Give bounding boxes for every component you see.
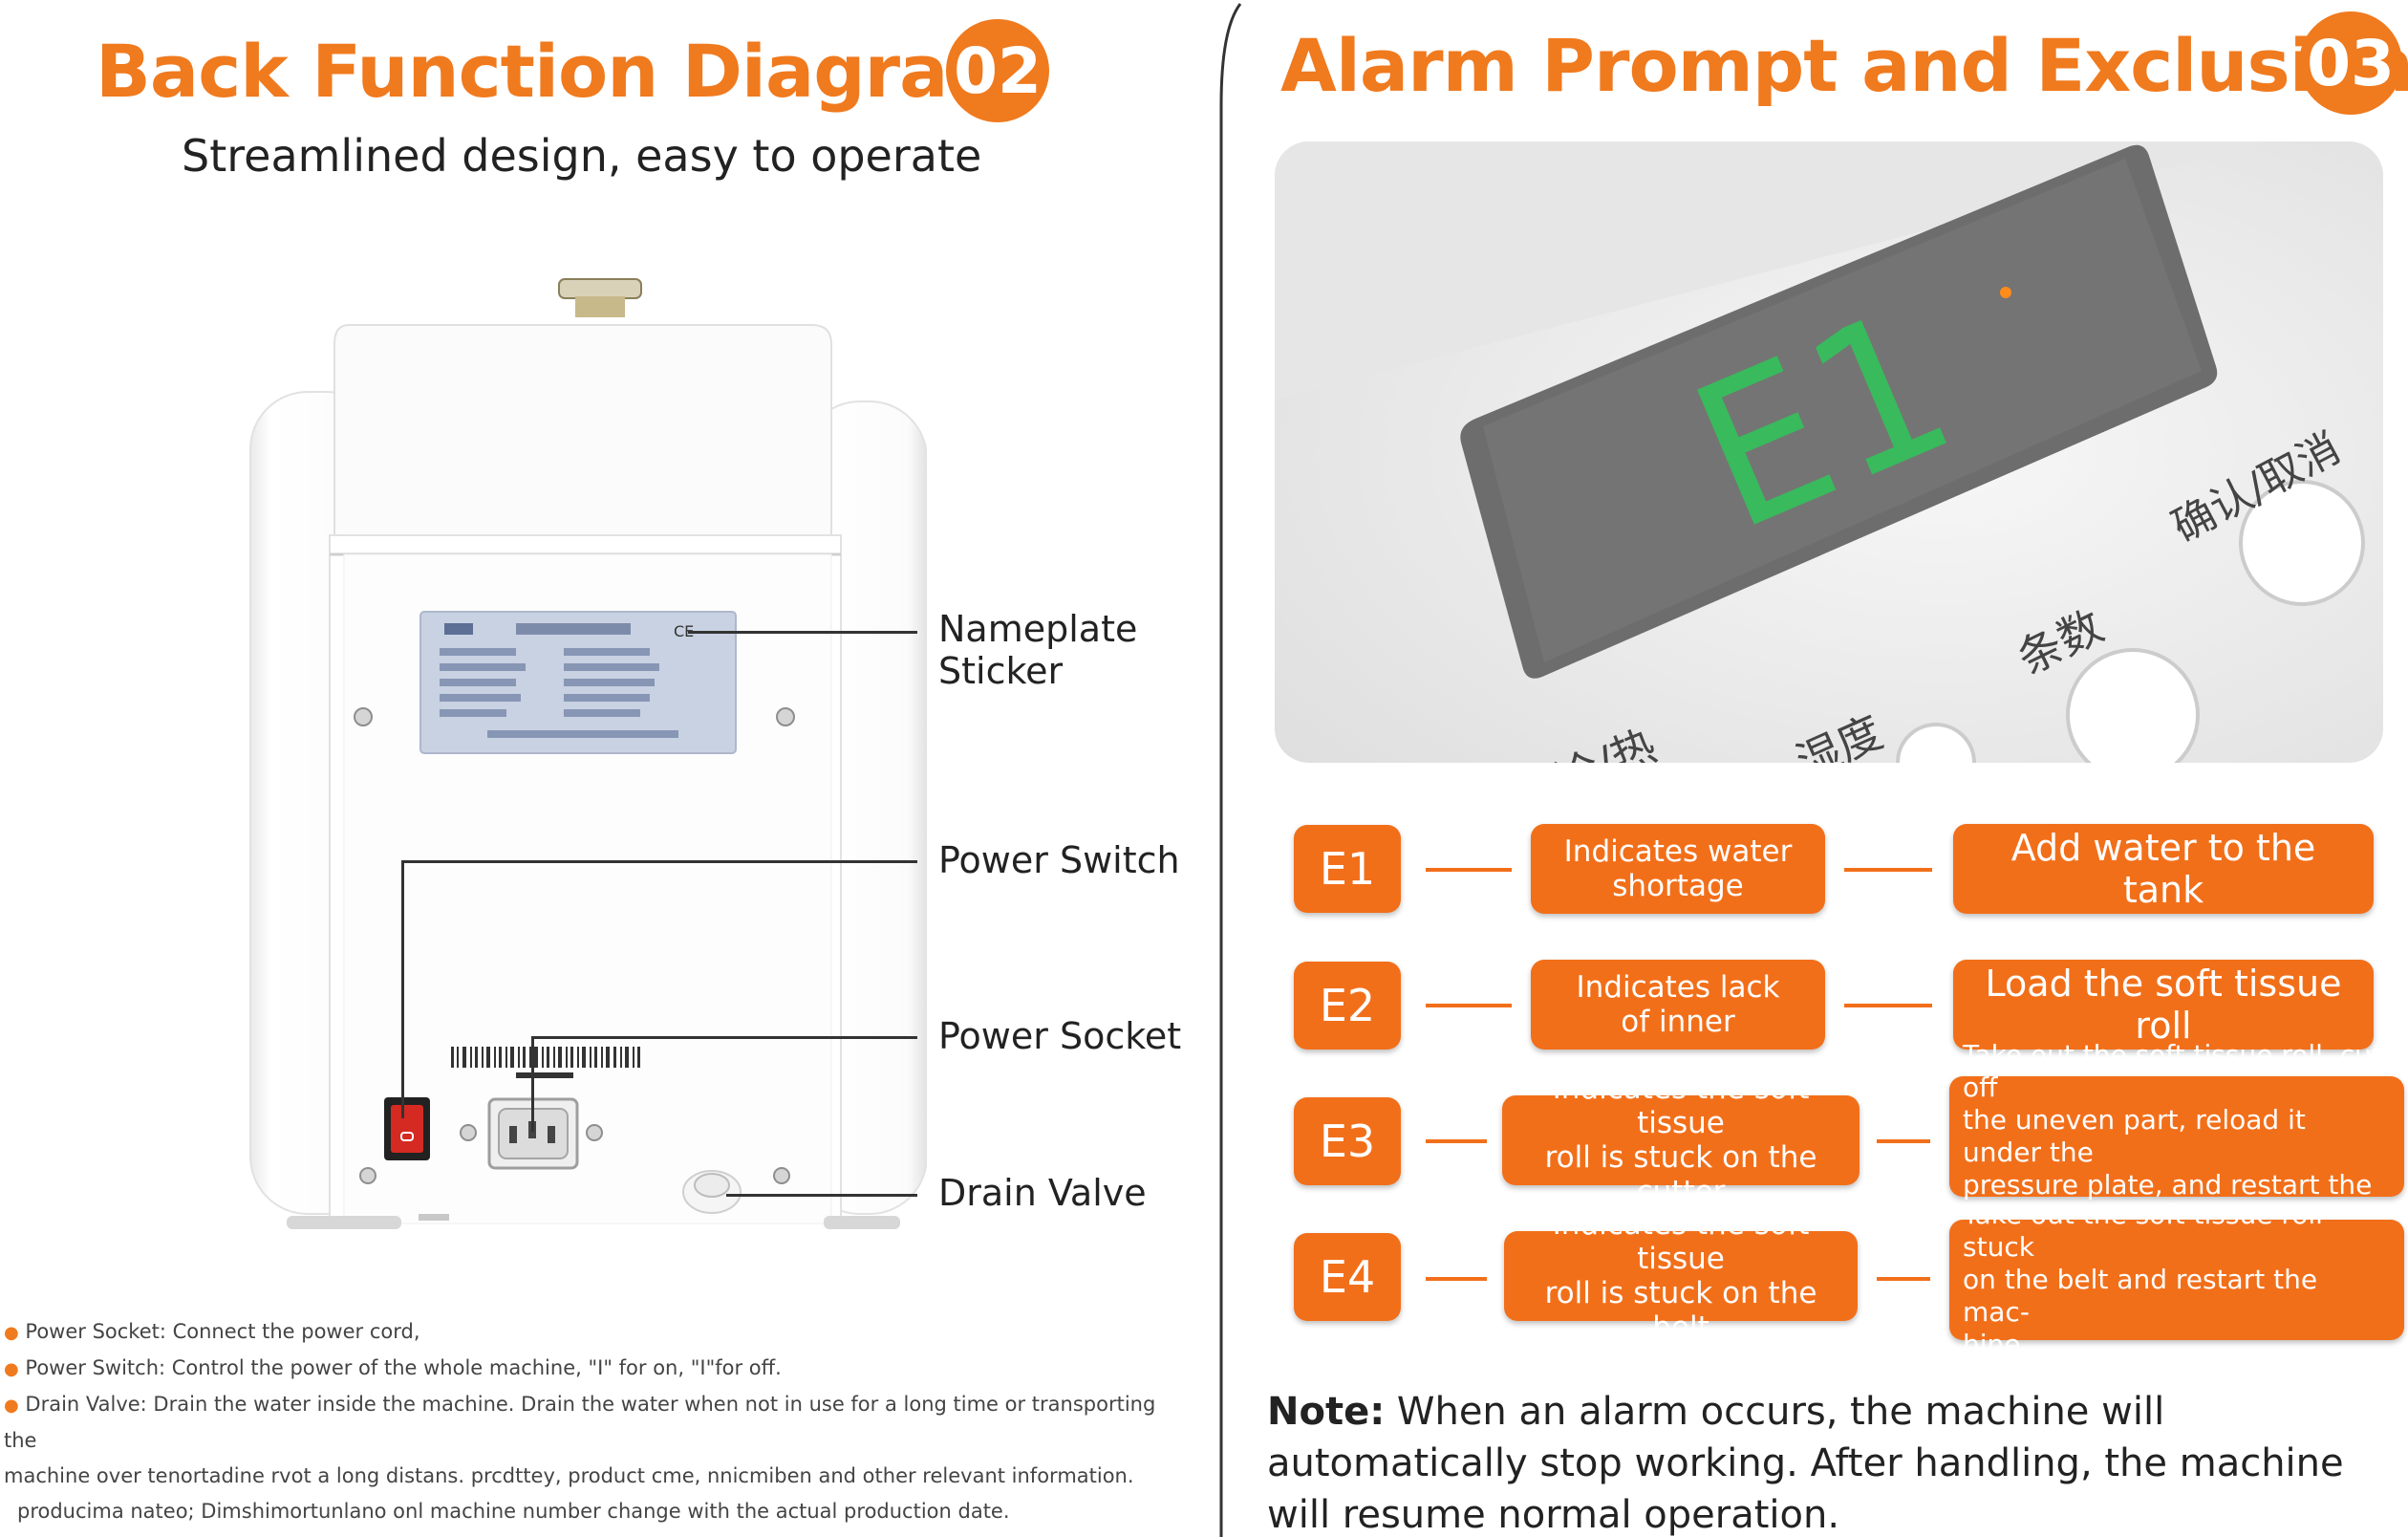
power-switch-leader-line <box>401 860 917 863</box>
note-line-4: machine over tenortadine rvot a long dis… <box>4 1464 1134 1487</box>
alarm-title: Alarm Prompt and Exclusion <box>1280 23 2408 108</box>
note-text: When an alarm occurs, the machine will a… <box>1267 1390 2344 1537</box>
connector <box>1426 1277 1487 1281</box>
power-socket-label: Power Socket <box>938 1015 1182 1057</box>
back-function-subtitle: Streamlined design, easy to operate <box>182 130 982 182</box>
connector <box>1844 868 1932 872</box>
power-socket-leader-line <box>531 1036 917 1039</box>
section-badge-03: 03 <box>2299 11 2402 115</box>
nameplate-label-line1: Nameplate <box>938 608 1138 650</box>
note-label: Note: <box>1267 1390 1386 1434</box>
connector <box>1426 868 1512 872</box>
alarm-code-e4: E4 <box>1294 1233 1401 1321</box>
connector <box>1426 1004 1512 1007</box>
bullet-dot-icon: ● <box>4 1396 19 1416</box>
connector <box>1844 1004 1932 1007</box>
power-switch-leader-drop <box>401 860 404 1118</box>
note-line-3: ● Drain Valve: Drain the water inside th… <box>4 1393 1156 1452</box>
power-socket-icon <box>460 1097 603 1170</box>
drain-valve-leader-line <box>726 1194 917 1197</box>
nameplate-leader-line <box>688 631 917 634</box>
bullet-dot-icon: ● <box>4 1323 19 1343</box>
back-function-panel: Back Function Diagram 02 Streamlined des… <box>4 19 1189 1529</box>
connector <box>1877 1139 1930 1143</box>
function-notes: ● Power Socket: Connect the power cord, … <box>4 1314 1189 1529</box>
connector <box>1426 1139 1487 1143</box>
power-switch-icon <box>384 1097 430 1160</box>
panel-divider <box>1219 3 1242 1537</box>
machine-back-illustration: CE <box>249 278 927 1229</box>
alarm-code-e1: E1 <box>1294 825 1401 913</box>
alarm-note: Note: When an alarm occurs, the machine … <box>1267 1386 2404 1537</box>
note-line-1: ● Power Socket: Connect the power cord, <box>4 1320 420 1343</box>
alarm-action-e1: Add water to the tank <box>1953 824 2374 914</box>
section-badge-02: 02 <box>946 19 1049 122</box>
power-switch-label: Power Switch <box>938 839 1180 881</box>
connector <box>1877 1277 1930 1281</box>
power-socket-leader-drop <box>531 1036 534 1132</box>
bullet-dot-icon: ● <box>4 1359 19 1379</box>
svg-text:CE: CE <box>674 622 694 640</box>
alarm-code-e2: E2 <box>1294 962 1401 1050</box>
note-line-5: producima nateo; Dimshimortunlano onl ma… <box>17 1500 1010 1523</box>
display-panel-photo: E1 确认/取消 条数 湿度 冷/热 <box>1275 141 2383 763</box>
drain-valve-label: Drain Valve <box>938 1172 1147 1214</box>
alarm-code-e3: E3 <box>1294 1097 1401 1185</box>
alarm-action-e2: Load the soft tissue roll <box>1953 960 2374 1050</box>
nameplate-sticker-label: Nameplate Sticker <box>938 608 1137 692</box>
alarm-panel: Alarm Prompt and Exclusion 03 E1 确认/ <box>1242 0 2408 1537</box>
back-function-title: Back Function Diagram <box>96 29 1023 114</box>
display-panel-illustration: E1 确认/取消 条数 湿度 冷/热 <box>1275 141 2383 763</box>
note-line-2: ● Power Switch: Control the power of the… <box>4 1356 782 1379</box>
nameplate-label-line2: Sticker <box>938 650 1064 692</box>
